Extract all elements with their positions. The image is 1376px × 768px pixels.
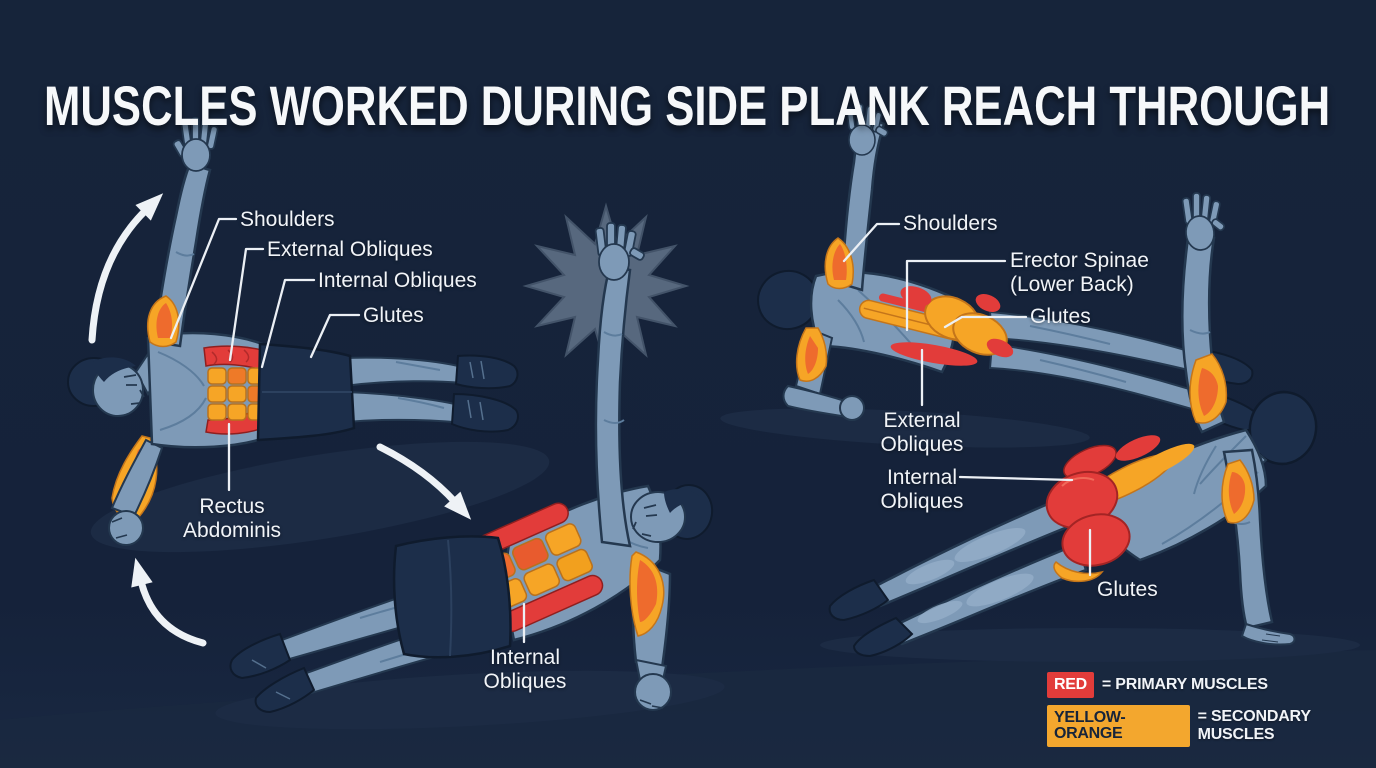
label-right-erector-spinae: Erector Spinae (Lower Back) — [1010, 249, 1149, 296]
figure-right-top-back-view — [720, 103, 1262, 448]
figure-right-bottom-back-view — [820, 192, 1360, 662]
leader-lines — [169, 217, 1092, 644]
label-right-external-obliques: External Obliques — [880, 409, 964, 456]
label-right-internal-obliques: Internal Obliques — [880, 466, 964, 513]
legend-secondary-text: = SECONDARY MUSCLES — [1197, 708, 1311, 743]
legend-primary-text: = PRIMARY MUSCLES — [1101, 676, 1268, 693]
leader-right-internal — [958, 475, 1074, 482]
label-left-internal-obliques: Internal Obliques — [318, 269, 477, 292]
label-right-glutes-upper: Glutes — [1030, 305, 1091, 328]
legend-primary-row: RED = PRIMARY MUSCLES — [1047, 672, 1376, 698]
leader-left-glutes — [309, 313, 361, 359]
leader-left-shoulders — [169, 217, 238, 340]
leader-left-internal-obliques — [260, 278, 316, 369]
label-mid-internal-obliques: Internal Obliques — [483, 646, 567, 693]
label-left-rectus-abdominis: Rectus Abdominis — [182, 495, 282, 542]
legend-secondary-row: YELLOW-ORANGE = SECONDARY MUSCLES — [1047, 705, 1376, 747]
motion-arrows — [88, 193, 472, 647]
legend: RED = PRIMARY MUSCLES YELLOW-ORANGE = SE… — [1047, 672, 1376, 754]
curved-arrow-up-right-icon — [88, 193, 164, 344]
leader-right-shoulders — [842, 222, 901, 263]
leader-left-external-obliques — [228, 247, 265, 362]
legend-primary-badge: RED — [1047, 672, 1094, 698]
page-title: MUSCLES WORKED DURING SIDE PLANK REACH T… — [44, 73, 1331, 137]
leader-right-erector — [905, 259, 1007, 332]
label-left-glutes: Glutes — [363, 304, 424, 327]
curved-arrow-up-left-icon — [131, 557, 207, 647]
label-left-shoulders: Shoulders — [240, 208, 335, 231]
label-right-glutes-lower: Glutes — [1097, 578, 1158, 601]
figure-middle-reach-up — [215, 222, 725, 730]
label-right-shoulders: Shoulders — [903, 212, 998, 235]
floor-shading — [0, 650, 1376, 768]
legend-secondary-badge: YELLOW-ORANGE — [1047, 705, 1190, 747]
leader-right-glutes-upper — [943, 315, 1028, 329]
label-left-external-obliques: External Obliques — [267, 238, 433, 261]
curved-arrow-down-right-icon — [376, 443, 472, 520]
figure-left-start-position — [67, 117, 550, 553]
